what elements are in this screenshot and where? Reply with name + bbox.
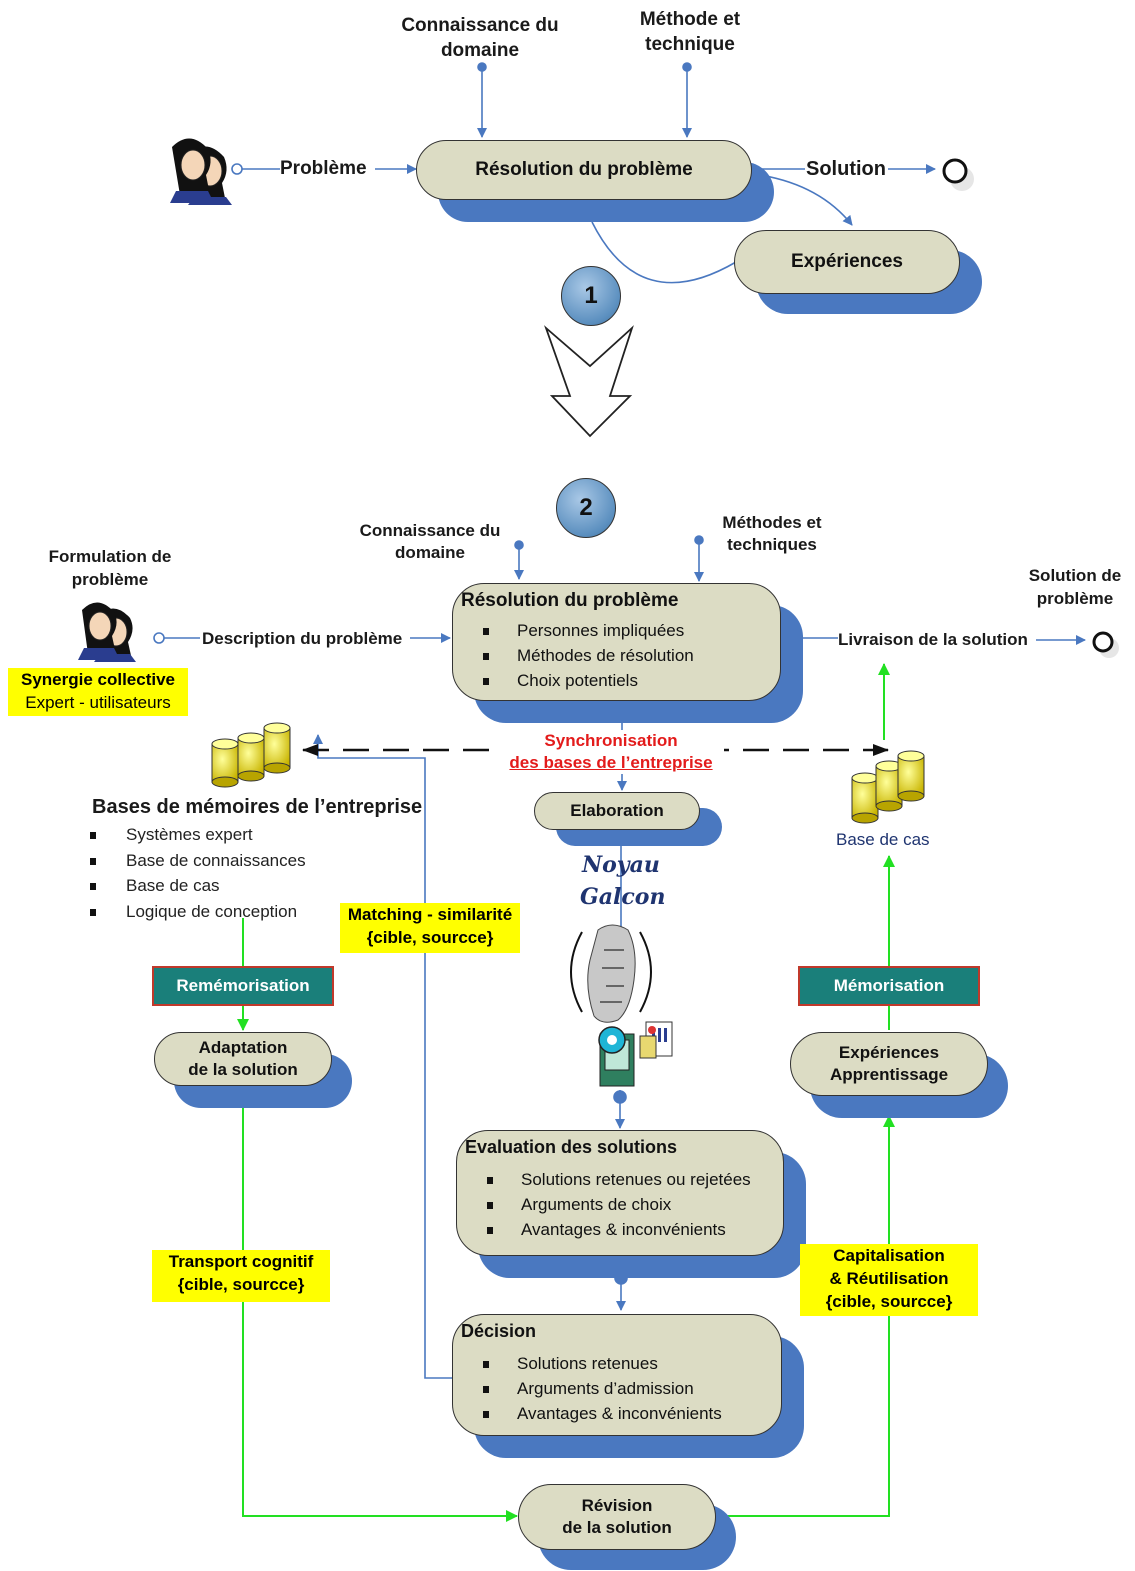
part1-experience-box[interactable]: Expériences (734, 230, 960, 294)
revision-line2: de la solution (562, 1518, 672, 1537)
people-icon (78, 602, 136, 662)
people-icon (170, 138, 232, 205)
end-node-icon (942, 158, 974, 191)
output-title: Solution de problème (1028, 566, 1122, 608)
actor-caption-line1: Synergie collective (20, 670, 176, 689)
step-2-badge: 2 (556, 478, 616, 538)
part1-solution-label: Solution (806, 158, 886, 180)
experiences-line1: Expériences (838, 1042, 940, 1062)
part2-input-method: Méthodes et techniques (722, 513, 822, 554)
evaluation-item: Arguments de choix (487, 1192, 751, 1217)
actor-caption: Synergie collective Expert - utilisateur… (8, 668, 188, 716)
revision-box[interactable]: Révision de la solution (518, 1484, 716, 1550)
resolution-item: Choix potentiels (483, 668, 694, 693)
decision-item: Avantages & inconvénients (483, 1401, 722, 1426)
elaboration-box[interactable]: Elaboration (534, 792, 700, 830)
part1-input-knowledge: Connaissance du domaine (401, 15, 559, 61)
decision-title: Décision (461, 1321, 537, 1341)
memory-item: Systèmes expert (90, 822, 306, 848)
rememorisation-label: Remémorisation (152, 966, 334, 1006)
sync-label-line1: Synchronisation (544, 731, 678, 750)
transport-line1: Transport cognitif (168, 1252, 314, 1271)
database-icon (211, 722, 291, 788)
case-base-label: Base de cas (836, 830, 930, 849)
evaluation-item: Solutions retenues ou rejetées (487, 1167, 751, 1192)
memory-item: Logique de conception (90, 899, 306, 925)
capitalisation-label: Capitalisation & Réutilisation {cible, s… (800, 1244, 978, 1316)
revision-line1: Révision (581, 1495, 653, 1515)
memory-item: Base de connaissances (90, 848, 306, 874)
experiences-box[interactable]: Expériences Apprentissage (790, 1032, 988, 1096)
decision-box[interactable]: Décision Solutions retenues Arguments d’… (452, 1314, 782, 1436)
resolution-item: Méthodes de résolution (483, 643, 694, 668)
actor-title: Formulation de problème (48, 547, 172, 589)
description-label: Description du problème (202, 629, 403, 648)
matching-line1: Matching - similarité (347, 905, 513, 924)
transport-line2: {cible, sourcce} (177, 1275, 305, 1294)
delivery-label: Livraison de la solution (838, 630, 1028, 649)
part1-input-method: Méthode et technique (639, 9, 741, 55)
step-1-badge: 1 (561, 266, 621, 326)
experiences-line2: Apprentissage (829, 1065, 949, 1084)
capitalisation-line2: & Réutilisation (829, 1269, 949, 1288)
decision-item: Arguments d’admission (483, 1376, 722, 1401)
core-logo-line2: Galcon (580, 884, 666, 910)
part2-input-knowledge: Connaissance du domaine (359, 521, 501, 562)
adaptation-box[interactable]: Adaptation de la solution (154, 1032, 332, 1086)
memory-title: Bases de mémoires de l’entreprise (92, 796, 423, 818)
sync-label-line2: des bases de l’entreprise (509, 753, 713, 772)
computer-icon (598, 1021, 673, 1087)
core-logo-line1: Noyau (582, 852, 660, 878)
evaluation-title: Evaluation des solutions (465, 1137, 678, 1157)
decision-item: Solutions retenues (483, 1351, 722, 1376)
part1-problem-label: Problème (280, 158, 367, 179)
capitalisation-line1: Capitalisation (833, 1246, 945, 1265)
memorisation-label: Mémorisation (798, 966, 980, 1006)
adaptation-line1: Adaptation (198, 1037, 288, 1057)
head-icon (570, 924, 652, 1023)
database-icon (851, 750, 925, 824)
matching-label: Matching - similarité {cible, sourcce} (340, 903, 520, 953)
adaptation-line2: de la solution (188, 1060, 298, 1079)
part1-resolution-box[interactable]: Résolution du problème (416, 140, 752, 200)
part2-blue-connectors (153, 535, 1086, 1379)
actor-caption-line2: Expert - utilisateurs (25, 693, 171, 712)
evaluation-box[interactable]: Evaluation des solutions Solutions reten… (456, 1130, 784, 1256)
resolution-box[interactable]: Résolution du problème Personnes impliqu… (452, 583, 781, 701)
sync-label: Synchronisation des bases de l’entrepris… (498, 730, 724, 774)
resolution-title: Résolution du problème (461, 590, 679, 611)
transport-label: Transport cognitif {cible, sourcce} (152, 1250, 330, 1302)
resolution-item: Personnes impliquées (483, 618, 694, 643)
down-arrow-icon (544, 325, 634, 438)
memory-item: Base de cas (90, 873, 306, 899)
end-node-icon (1092, 631, 1119, 658)
capitalisation-line3: {cible, sourcce} (825, 1292, 953, 1311)
memory-list: Systèmes expert Base de connaissances Ba… (90, 822, 306, 924)
evaluation-item: Avantages & inconvénients (487, 1217, 751, 1242)
matching-line2: {cible, sourcce} (366, 928, 494, 947)
